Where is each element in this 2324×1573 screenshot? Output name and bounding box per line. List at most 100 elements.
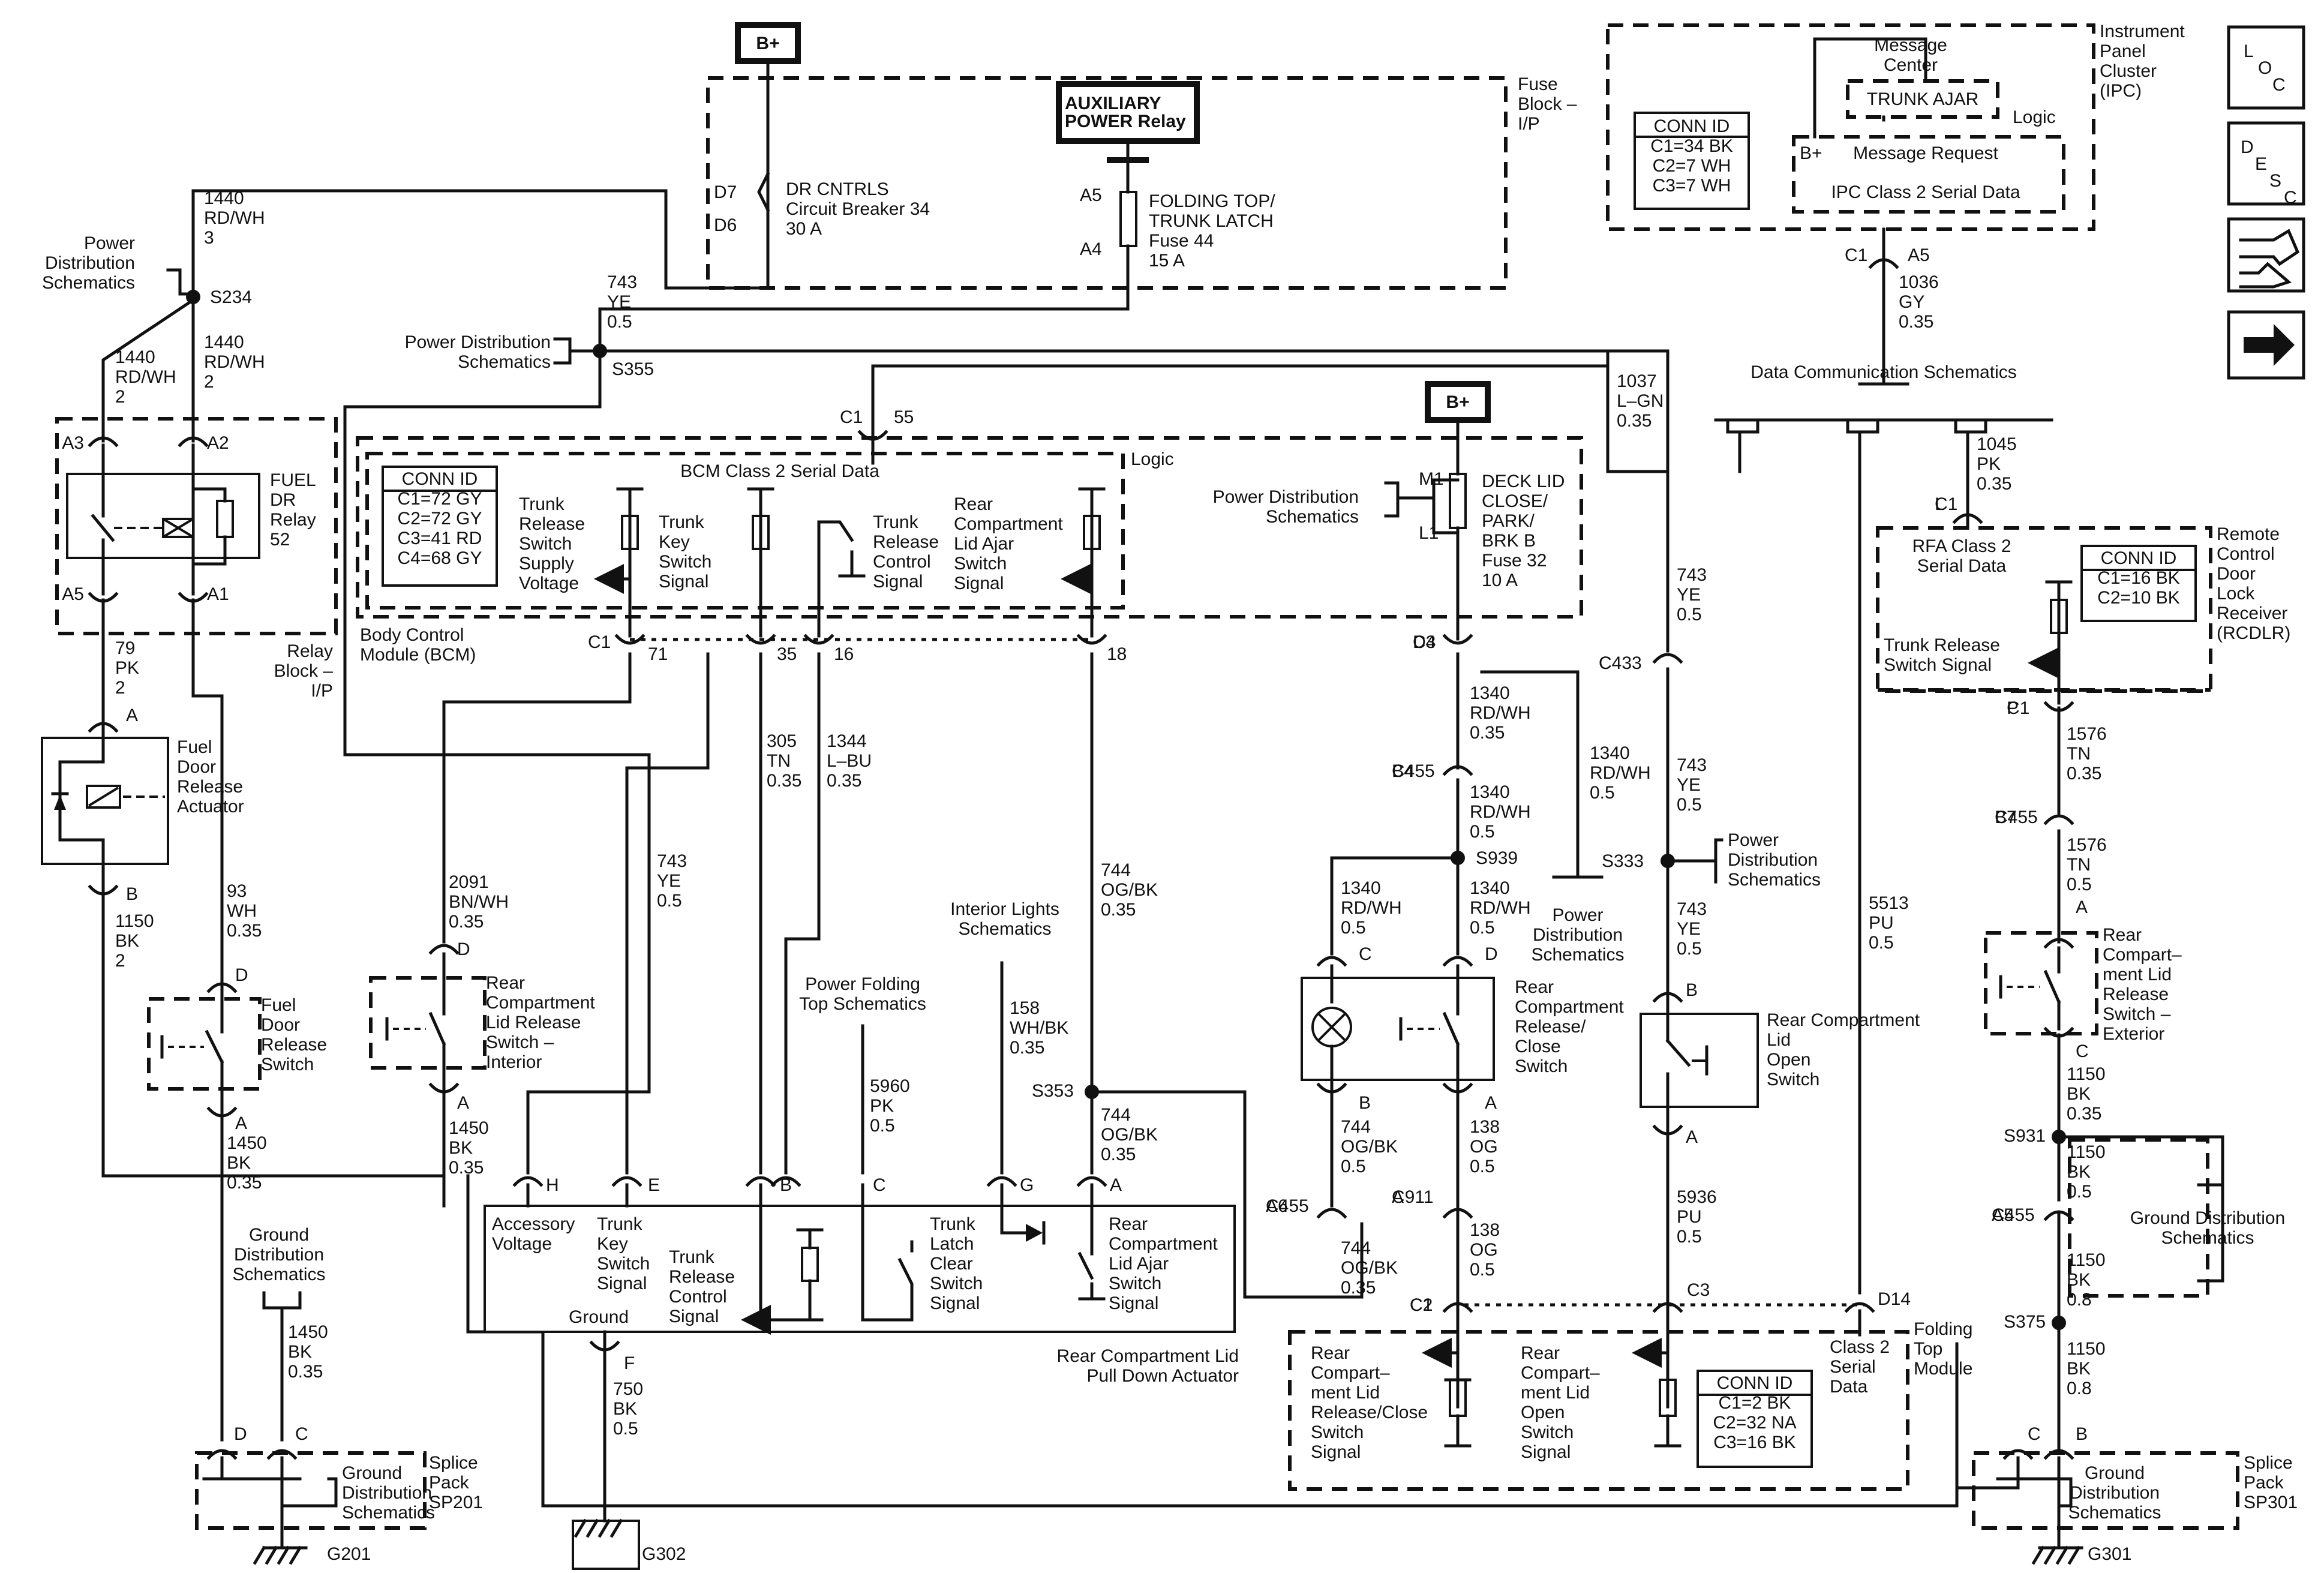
message-center-wire <box>1813 37 1927 139</box>
rclrc-blade <box>1442 1011 1460 1046</box>
gnd-left-bracket <box>262 1291 302 1310</box>
bcm-logic-boundary <box>365 452 1125 610</box>
label-c433: C433C <box>1599 653 1642 673</box>
sp301-splice-bars <box>1955 1342 2083 1550</box>
label-ftm-c3: C3 <box>1687 1280 1710 1300</box>
label-c1l: C1L <box>1935 494 1957 514</box>
pda-pin-c <box>861 1183 914 1322</box>
dc-branch-3 <box>1954 418 1987 434</box>
label-ipc-serial: IPC Class 2 Serial Data <box>1831 182 2020 202</box>
label-ipc-logic: Logic <box>2013 107 2056 127</box>
ipc-boundary <box>1606 23 2095 231</box>
wire-93 <box>191 598 224 1004</box>
label-actuator_box-ground: Ground <box>569 1307 629 1327</box>
label-actuator_box-pins-4: G <box>1020 1175 1034 1195</box>
rcdlr-conn-id-box <box>2080 545 2197 622</box>
label-side_icons-desc: DESC <box>2241 137 2297 208</box>
pda-diode <box>1026 1224 1043 1242</box>
label-actuator_box-f: F <box>624 1353 635 1373</box>
label-bcm-p35: 35 <box>777 644 797 664</box>
fuse-32-symbol <box>1449 473 1467 529</box>
pda-pin-a-blade <box>1077 1251 1094 1280</box>
label-fuse32-l1: L1 <box>1419 523 1439 543</box>
label-c455_b7: C455B7 <box>1995 807 2038 827</box>
relay-resistor-wire <box>191 487 227 503</box>
wire-16 <box>784 652 821 1175</box>
label-bcm-p16: 16 <box>834 644 854 664</box>
label-sp201-c: C <box>295 1424 308 1444</box>
label-actuator_box-pins-1: E <box>648 1175 660 1195</box>
splice-s355 <box>593 344 607 358</box>
bcm-boundary <box>356 436 1583 619</box>
actuator-diode <box>54 795 66 810</box>
splice-s939 <box>1451 851 1465 865</box>
g201-ground-symbol <box>253 1545 302 1565</box>
label-actuator_box-pins-2: B <box>780 1175 792 1195</box>
desc-icon[interactable] <box>2227 121 2305 206</box>
label-g301: G301 <box>2088 1544 2131 1564</box>
g302-ground-symbol <box>572 1504 640 1570</box>
label-rclrsi-a: A <box>457 1093 469 1113</box>
rclajs-resistor <box>1083 515 1101 550</box>
label-actuator_box-pins-0: H <box>546 1175 559 1195</box>
fuel-door-switch-boundary <box>147 997 262 1091</box>
label-fuel_relay-a3: A3 <box>62 433 84 453</box>
label-s234: S234 <box>210 287 252 307</box>
fuel-relay-block-boundary <box>55 417 338 635</box>
label-ftm-c2c1: C2C1 <box>1410 1295 1433 1315</box>
dc-branch-1 <box>1726 418 1759 434</box>
pd5-link <box>1666 838 1724 863</box>
label-bcm-c1: C1 <box>840 407 863 427</box>
loc-icon[interactable] <box>2227 25 2305 110</box>
label-ipc-message_request: Message Request <box>1853 143 1998 163</box>
rcdlr-resistor <box>2050 599 2068 634</box>
label-fuel_relay-a1: A1 <box>207 584 229 604</box>
label-c455_a5: C455A5 <box>1992 1205 2035 1225</box>
bcm-conn-id-box <box>382 466 498 587</box>
connector-glyph <box>2239 229 2300 289</box>
wire-fuse44-out <box>598 262 1130 353</box>
pd3-bracket <box>1384 481 1400 518</box>
relay-resistor-wire-2 <box>191 535 227 566</box>
label-rclos-b: B <box>1686 980 1698 1000</box>
label-c455_b4: C455B4 <box>1392 761 1435 781</box>
